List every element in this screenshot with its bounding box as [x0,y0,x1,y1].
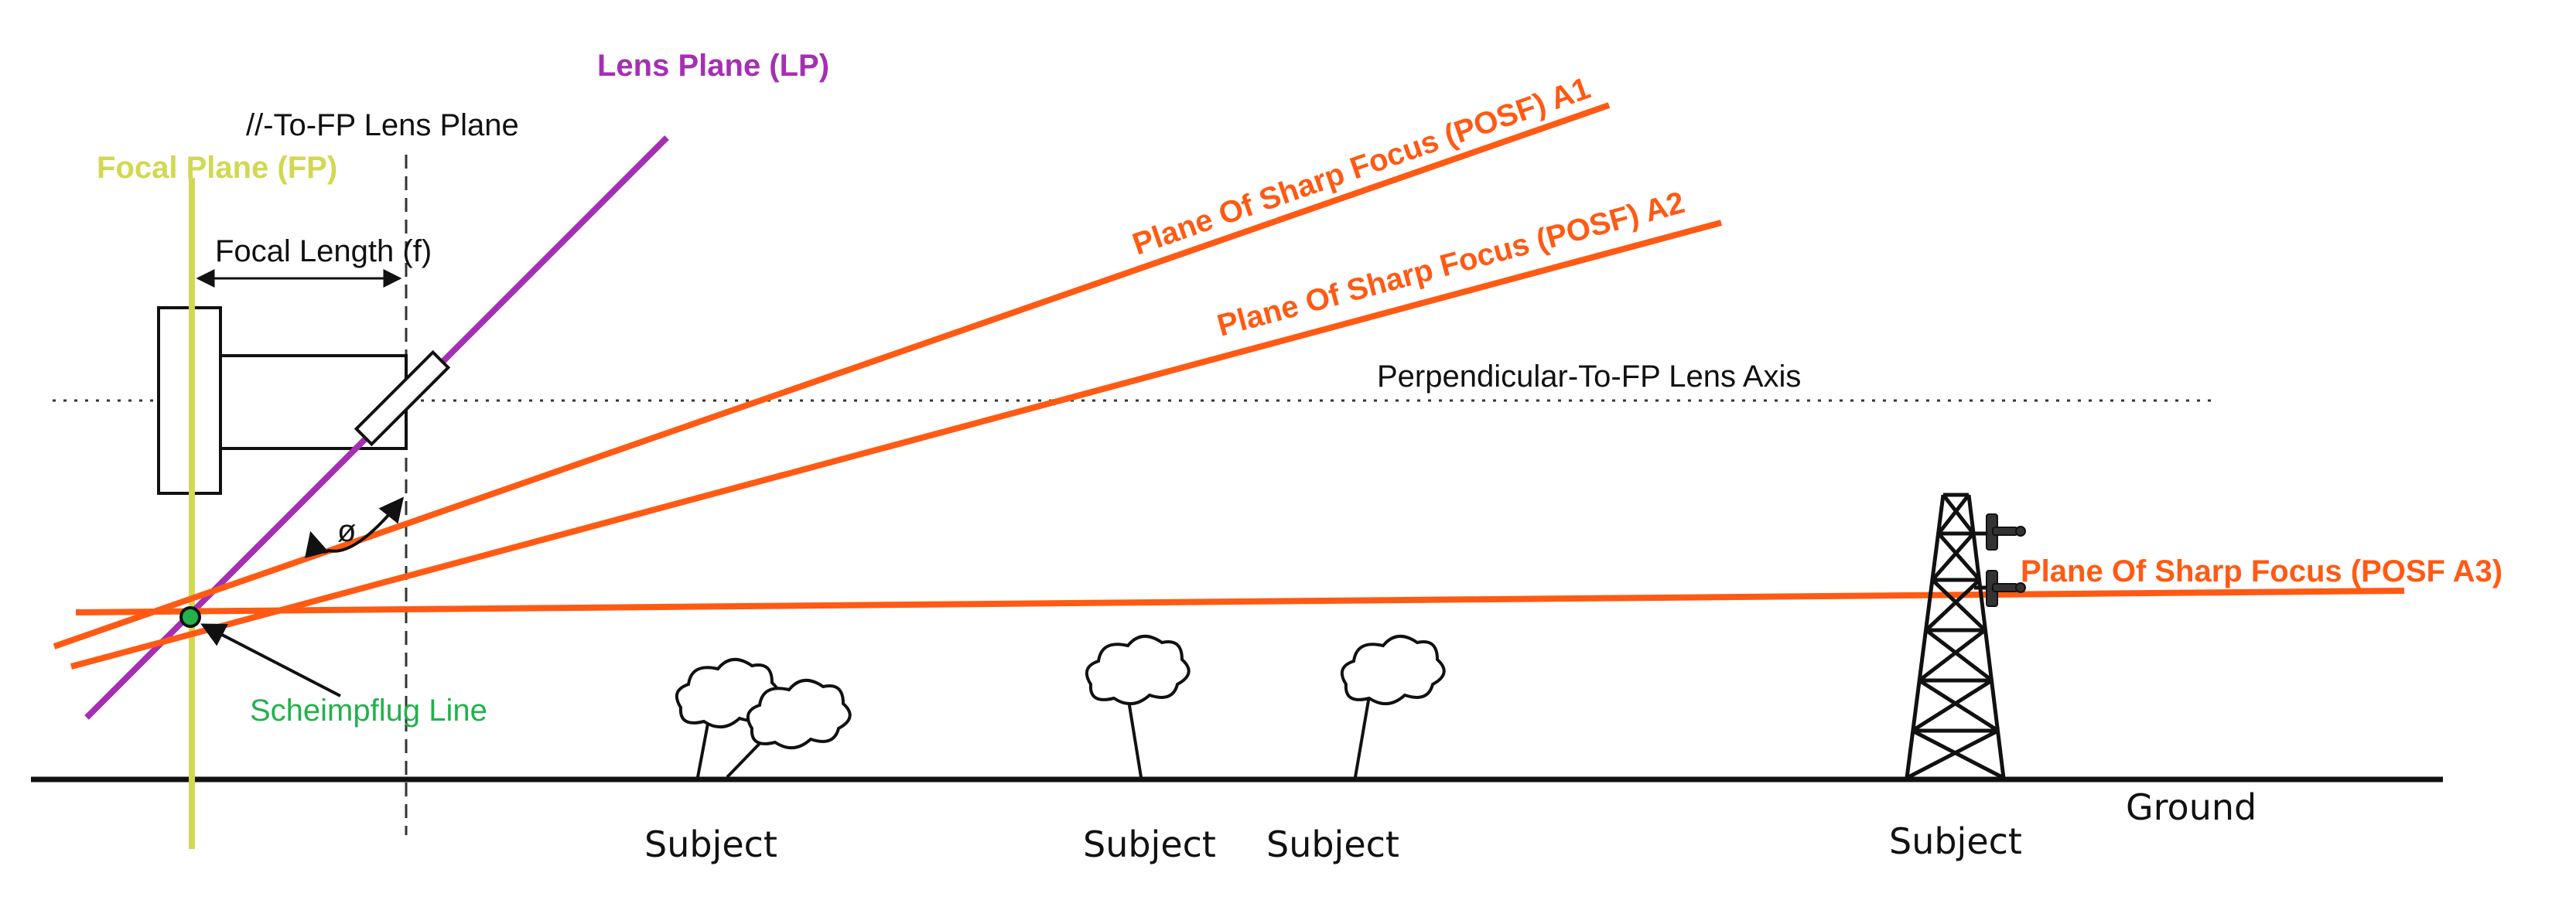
subject-label-3: Subject [1266,823,1399,865]
parallel-lens-plane-label: //-To-FP Lens Plane [246,108,519,142]
tower-insulators [1986,513,2026,607]
tilted-lens-element [354,350,451,447]
subject-label-2: Subject [1083,823,1216,865]
posf-a2-line [70,220,1723,670]
transmission-tower [1905,493,2006,780]
subject-tree-3 [1340,635,1446,778]
subject-label-4: Subject [1889,820,2022,862]
angle-label: ø [337,514,356,548]
subject-label-1: Subject [644,823,777,865]
angle-arc [304,496,404,558]
lens-plane-label: Lens Plane (LP) [597,49,829,83]
subject-tree-2 [1085,635,1191,778]
posf-a3-label: Plane Of Sharp Focus (POSF A3) [2021,554,2503,588]
posf-a3-line [75,588,2405,615]
focal-plane-label: Focal Plane (FP) [97,151,337,185]
scheimpflug-point [179,606,201,628]
focal-length-label: Focal Length (f) [215,234,432,268]
lens-axis-label: Perpendicular-To-FP Lens Axis [1377,360,1801,394]
subject-tree-1 [675,658,852,779]
ground-label: Ground [2126,786,2257,828]
scheimpflug-label: Scheimpflug Line [250,694,487,728]
scheimpflug-pointer [200,623,341,697]
